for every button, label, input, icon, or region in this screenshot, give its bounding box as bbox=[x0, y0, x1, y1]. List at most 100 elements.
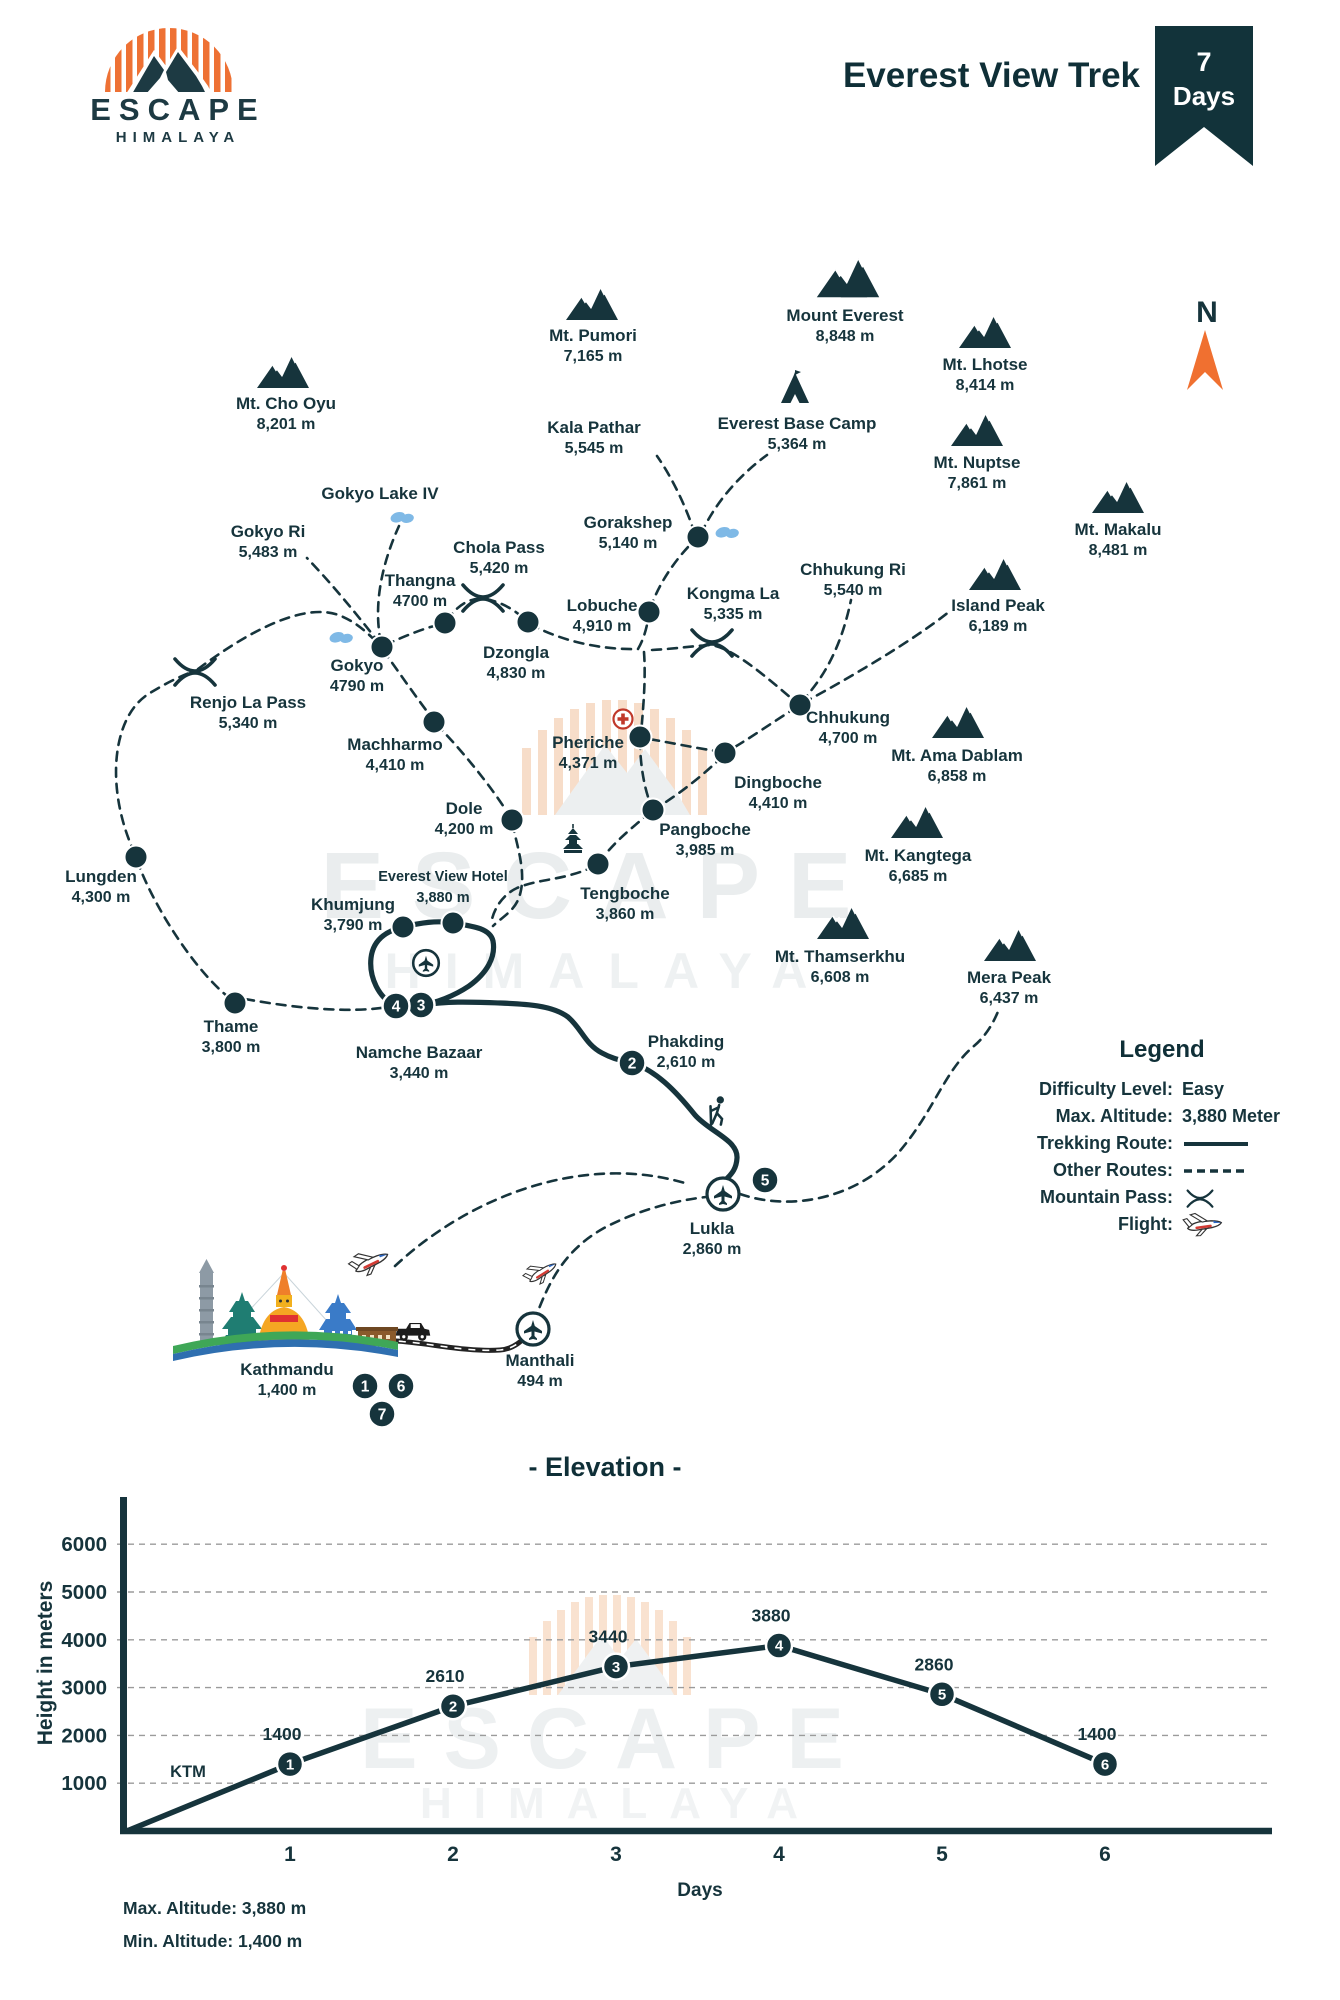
trekking-route-sample-icon bbox=[1184, 1141, 1248, 1146]
svg-text:5: 5 bbox=[936, 1843, 948, 1866]
ribbon-days-value: 7 bbox=[1196, 47, 1211, 77]
svg-text:2: 2 bbox=[447, 1843, 459, 1866]
map-node bbox=[390, 914, 416, 940]
brand-logo-icon bbox=[105, 28, 232, 92]
svg-text:3: 3 bbox=[417, 998, 426, 1015]
legend-row-label: Other Routes: bbox=[1052, 1160, 1173, 1180]
peak-icon bbox=[890, 805, 944, 839]
legend-row: Mountain Pass: bbox=[1000, 1184, 1324, 1211]
map-node bbox=[640, 797, 666, 823]
map-node bbox=[421, 709, 447, 735]
legend-row: Trekking Route: bbox=[1000, 1130, 1324, 1157]
svg-text:4: 4 bbox=[392, 999, 401, 1016]
svg-text:3: 3 bbox=[612, 1659, 620, 1676]
flight-sample-icon bbox=[1182, 1209, 1224, 1238]
jeep-icon bbox=[395, 1322, 431, 1341]
day-marker-3: 3 bbox=[406, 990, 436, 1020]
legend-row-value bbox=[1182, 1209, 1228, 1240]
airport-icon bbox=[705, 1176, 741, 1212]
svg-text:1: 1 bbox=[286, 1756, 294, 1773]
legend-row: Difficulty Level:Easy bbox=[1000, 1076, 1324, 1103]
map-node bbox=[627, 724, 653, 750]
svg-text:5000: 5000 bbox=[61, 1581, 107, 1604]
day-marker-4: 4 bbox=[381, 991, 411, 1021]
peak-icon bbox=[950, 413, 1004, 447]
lake-icon bbox=[389, 510, 415, 525]
svg-text:2860: 2860 bbox=[915, 1654, 954, 1674]
svg-text:6: 6 bbox=[397, 1379, 406, 1396]
svg-text:3880: 3880 bbox=[752, 1606, 791, 1626]
svg-text:6: 6 bbox=[1099, 1843, 1111, 1866]
tent-icon bbox=[781, 370, 809, 403]
pass-icon bbox=[173, 657, 217, 687]
svg-text:1000: 1000 bbox=[61, 1772, 107, 1795]
map-node bbox=[685, 524, 711, 550]
trek-map: ESCAPE HIMALAYA bbox=[114, 257, 1223, 1429]
legend-row-value bbox=[1182, 1139, 1252, 1149]
svg-text:ESCAPE: ESCAPE bbox=[360, 1691, 870, 1787]
ribbon-days-unit: Days bbox=[1173, 81, 1235, 111]
peak-icon bbox=[931, 705, 985, 739]
gorakshep-lake-icon bbox=[714, 525, 740, 540]
chart-min-altitude-note: Min. Altitude: 1,400 m bbox=[123, 1931, 303, 1951]
peak-icon bbox=[983, 928, 1037, 962]
svg-text:6000: 6000 bbox=[61, 1533, 107, 1556]
north-label: N bbox=[1196, 296, 1218, 329]
page-title: Everest View Trek bbox=[842, 56, 1140, 95]
map-node bbox=[787, 692, 813, 718]
legend-row-label: Trekking Route: bbox=[1036, 1133, 1173, 1153]
svg-text:2: 2 bbox=[449, 1698, 457, 1715]
legend-row: Flight: bbox=[1000, 1209, 1324, 1240]
svg-text:1: 1 bbox=[361, 1379, 370, 1396]
svg-text:1: 1 bbox=[284, 1843, 296, 1866]
mountain-pass-sample-icon bbox=[1186, 1188, 1214, 1208]
map-watermark: ESCAPE HIMALAYA bbox=[321, 700, 851, 999]
map-node bbox=[515, 609, 541, 635]
peak-icon bbox=[815, 257, 881, 299]
svg-text:HIMALAYA: HIMALAYA bbox=[385, 943, 832, 999]
map-node bbox=[499, 807, 525, 833]
chart-x-axis-label: Days bbox=[677, 1880, 723, 1901]
chart-max-altitude-note: Max. Altitude: 3,880 m bbox=[123, 1898, 307, 1918]
svg-text:4: 4 bbox=[773, 1843, 785, 1866]
brand-name: ESCAPE bbox=[90, 92, 266, 127]
flight-plane-icon bbox=[345, 1241, 393, 1282]
flight-plane-icon bbox=[520, 1253, 562, 1291]
medcross-icon bbox=[612, 708, 634, 730]
legend-row-label: Mountain Pass: bbox=[1039, 1187, 1173, 1207]
legend-row-value: Easy bbox=[1182, 1079, 1225, 1099]
pass-icon bbox=[461, 583, 505, 613]
map-node bbox=[440, 910, 466, 936]
peak-icon bbox=[256, 355, 310, 389]
map-node bbox=[585, 851, 611, 877]
svg-text:1400: 1400 bbox=[1078, 1724, 1117, 1744]
day-marker-2: 2 bbox=[617, 1048, 647, 1078]
gokyo-lake-icon bbox=[328, 630, 354, 645]
legend-title: Legend bbox=[1119, 1036, 1205, 1063]
elevation-chart: ESCAPE HIMALAYA 100020003000400050006000… bbox=[61, 1497, 1272, 1866]
day-marker-7: 7 bbox=[367, 1399, 397, 1429]
peak-icon bbox=[968, 557, 1022, 591]
map-node bbox=[369, 634, 395, 660]
peak-icon bbox=[958, 315, 1012, 349]
svg-text:1400: 1400 bbox=[263, 1724, 302, 1744]
peak-icon bbox=[1091, 480, 1145, 514]
other-routes-sample-icon bbox=[1184, 1168, 1248, 1173]
days-ribbon-badge: 7 Days bbox=[1155, 26, 1253, 166]
map-node bbox=[432, 610, 458, 636]
airport-icon bbox=[515, 1311, 551, 1347]
svg-text:4000: 4000 bbox=[61, 1629, 107, 1652]
svg-text:3440: 3440 bbox=[589, 1627, 628, 1647]
map-node bbox=[123, 844, 149, 870]
north-arrow-icon bbox=[1187, 330, 1223, 390]
pass-icon bbox=[690, 628, 734, 658]
map-node bbox=[636, 599, 662, 625]
legend-row: Other Routes: bbox=[1000, 1157, 1324, 1184]
legend-row-label: Flight: bbox=[1118, 1214, 1173, 1234]
svg-text:3000: 3000 bbox=[61, 1677, 107, 1700]
syangboche-airstrip-icon bbox=[411, 948, 441, 978]
svg-text:4: 4 bbox=[775, 1638, 784, 1655]
svg-text:7: 7 bbox=[378, 1407, 387, 1424]
day-marker-1: 1 bbox=[350, 1371, 380, 1401]
